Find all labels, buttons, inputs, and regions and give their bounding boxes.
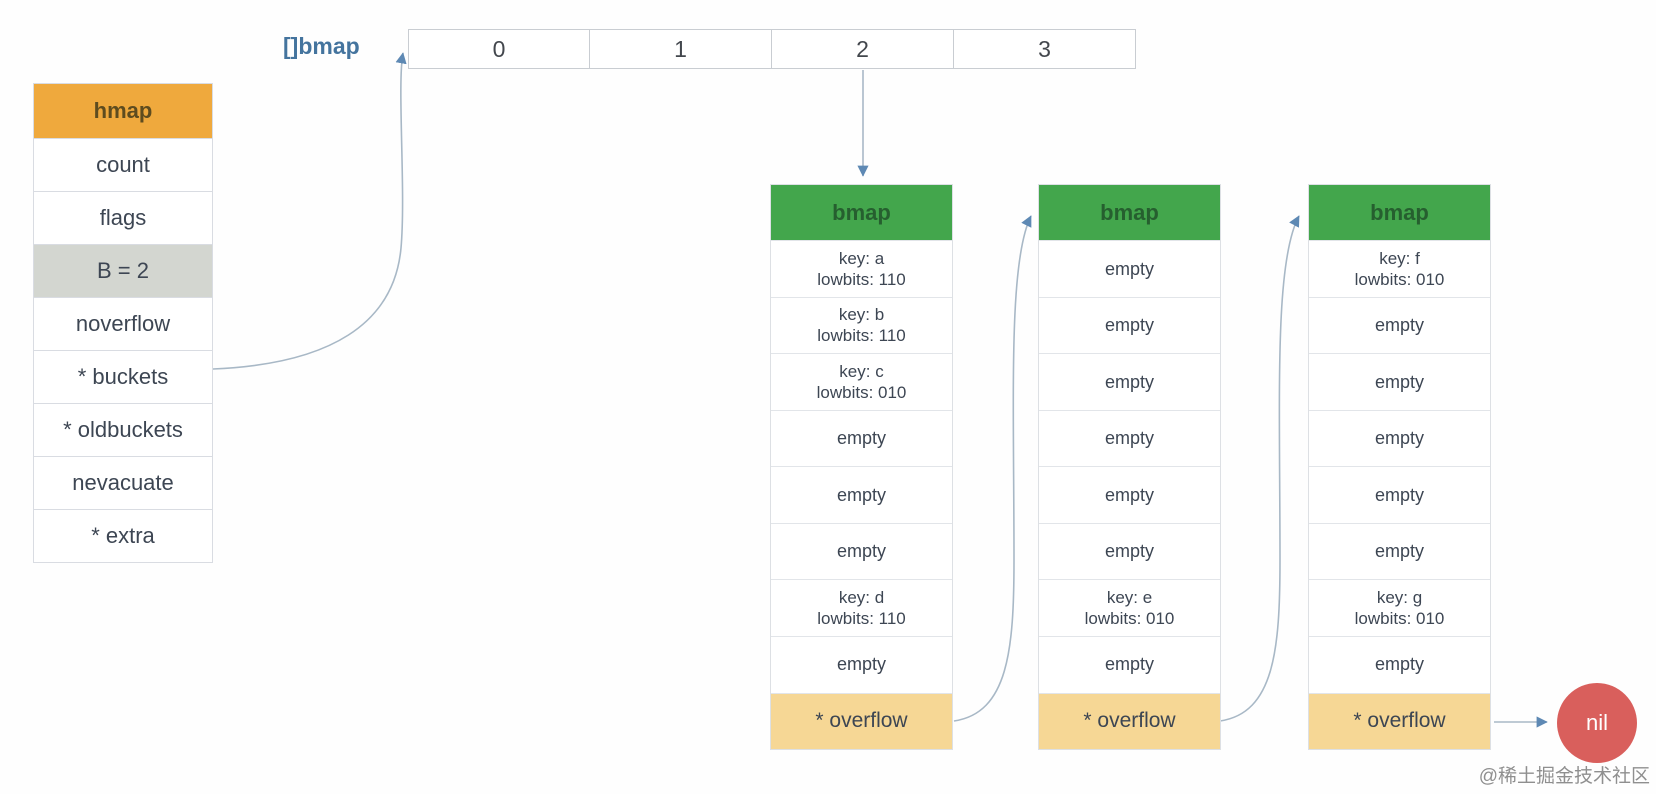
hmap-row: * buckets: [34, 350, 212, 403]
slot-text: key: c: [839, 361, 884, 381]
hmap-row: B = 2: [34, 244, 212, 297]
bucket-array-cell: 3: [954, 29, 1136, 69]
bucket-slot-empty: empty: [771, 409, 952, 467]
bmap-header: bmap: [1039, 185, 1220, 240]
bucket-slot-empty: empty: [1309, 296, 1490, 354]
slot-text: lowbits: 010: [816, 382, 907, 402]
slot-text: key: g: [1376, 587, 1423, 607]
hmap-row: count: [34, 138, 212, 191]
bucket-slot-empty: empty: [1039, 522, 1220, 580]
bucket-slot-empty: empty: [1309, 409, 1490, 467]
slot-text: lowbits: 010: [1084, 609, 1175, 629]
slot-text: empty: [836, 428, 887, 449]
slot-text: empty: [1374, 654, 1425, 675]
bucket-array-cell: 2: [772, 29, 954, 69]
bucket-slot-empty: empty: [1309, 635, 1490, 693]
slot-text: lowbits: 010: [1354, 269, 1445, 289]
bucket-slot-empty: empty: [1039, 409, 1220, 467]
slot-text: empty: [836, 484, 887, 505]
hmap-struct-title: hmap: [34, 84, 212, 138]
slot-text: empty: [1104, 654, 1155, 675]
slot-text: empty: [1104, 484, 1155, 505]
bmap-table: bmap empty empty empty empty empty empty key: e…: [1038, 184, 1221, 750]
bucket-slot-empty: empty: [771, 635, 952, 693]
slot-text: lowbits: 110: [817, 269, 906, 289]
overflow-pointer: * overflow: [771, 692, 952, 750]
arrow-overflow2-to-bmap3: [1219, 215, 1300, 722]
slot-text: empty: [836, 541, 887, 562]
slot-text: lowbits: 010: [1354, 609, 1445, 629]
bucket-slot-empty: empty: [1039, 353, 1220, 410]
bucket-slot-empty: empty: [1039, 466, 1220, 523]
bucket-array-label: []bmap: [283, 33, 360, 59]
overflow-pointer: * overflow: [1039, 692, 1220, 750]
hmap-row: nevacuate: [34, 456, 212, 509]
bmap-header: bmap: [1309, 185, 1490, 240]
bucket-slot-empty: empty: [1039, 635, 1220, 693]
slot-text: empty: [836, 654, 887, 675]
bucket-slot-empty: empty: [771, 522, 952, 580]
slot-text: key: b: [838, 305, 885, 325]
bucket-array-cell: 1: [590, 29, 772, 69]
slot-text: key: e: [1106, 587, 1153, 607]
overflow-pointer: * overflow: [1309, 692, 1490, 750]
arrow-overflow1-to-bmap2: [953, 215, 1032, 722]
hmap-row: flags: [34, 191, 212, 244]
slot-text: lowbits: 110: [817, 609, 906, 629]
hmap-row: * oldbuckets: [34, 403, 212, 456]
bucket-slot-empty: empty: [1309, 466, 1490, 523]
slot-text: empty: [1374, 371, 1425, 392]
slot-text: key: d: [838, 587, 885, 607]
slot-text: lowbits: 110: [817, 326, 906, 346]
slot-text: empty: [1104, 315, 1155, 336]
bucket-array-cell: 0: [408, 29, 590, 69]
bucket-slot-empty: empty: [1039, 240, 1220, 297]
bucket-slot-empty: empty: [1039, 296, 1220, 354]
nil-node: nil: [1557, 683, 1637, 763]
slot-text: empty: [1374, 484, 1425, 505]
slot-text: empty: [1104, 541, 1155, 562]
slot-text: empty: [1374, 428, 1425, 449]
hmap-row: noverflow: [34, 297, 212, 350]
slot-text: empty: [1104, 428, 1155, 449]
slot-text: empty: [1104, 258, 1155, 279]
hmap-row: * extra: [34, 509, 212, 562]
arrow-buckets-to-array: [212, 52, 407, 370]
bucket-slot-empty: empty: [771, 466, 952, 523]
slot-text: empty: [1374, 315, 1425, 336]
slot-text: empty: [1374, 541, 1425, 562]
bucket-slot-empty: empty: [1309, 353, 1490, 410]
slot-text: key: f: [1379, 248, 1420, 268]
bucket-slot-empty: empty: [1309, 522, 1490, 580]
slot-text: empty: [1104, 371, 1155, 392]
bmap-header: bmap: [771, 185, 952, 240]
watermark: @稀土掘金技术社区: [1478, 766, 1650, 787]
slot-text: key: a: [838, 248, 885, 268]
